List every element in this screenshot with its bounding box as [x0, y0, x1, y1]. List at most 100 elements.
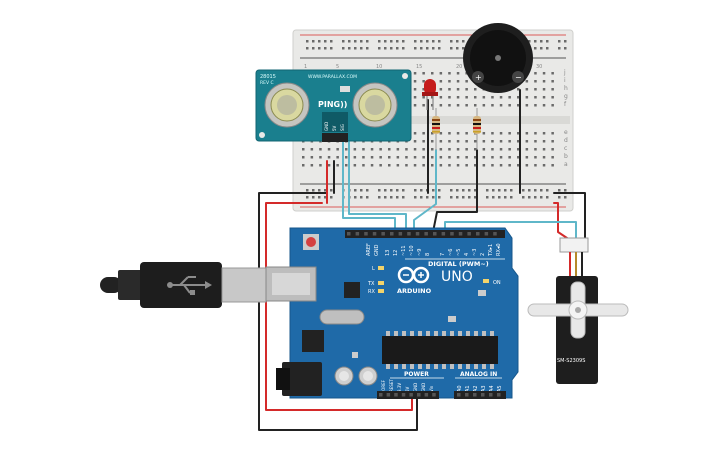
pin-hole — [422, 104, 425, 107]
pin-hole — [324, 189, 327, 192]
pin-hole — [448, 164, 451, 167]
pin-hole — [542, 156, 546, 159]
pin-hole — [468, 189, 471, 192]
pin-hole — [551, 104, 554, 107]
pin-hole — [318, 40, 321, 43]
pin-hole — [379, 164, 382, 167]
pin-label-5: ~5 — [456, 249, 462, 256]
pin-hole — [366, 189, 369, 192]
pin-hole — [414, 196, 417, 199]
pin-hole — [528, 40, 531, 43]
row-letter: d — [564, 137, 568, 144]
wires — [258, 89, 586, 431]
pin-hole — [336, 164, 339, 167]
pin-hole — [491, 96, 494, 99]
pin-hole — [465, 88, 468, 91]
pin-hole — [534, 148, 537, 151]
analog-label: ANALOG IN — [460, 371, 497, 378]
pin-hole — [388, 148, 391, 151]
pin-hole — [482, 96, 486, 99]
wire-servo-gnd — [553, 192, 586, 246]
pin-hole — [498, 196, 501, 199]
pin-hole — [546, 196, 549, 199]
pin-hole — [517, 132, 520, 135]
pin-hole — [465, 148, 468, 151]
pin-hole — [456, 132, 460, 135]
pin-hole — [378, 47, 381, 50]
pin-label-8: 8 — [425, 253, 431, 256]
pin-hole — [347, 232, 351, 236]
pin-hole — [499, 164, 503, 167]
pin-hole — [319, 164, 322, 167]
pin-hole — [542, 140, 546, 143]
pin-label-4: 4 — [464, 253, 470, 256]
pin-hole — [456, 47, 459, 50]
power-pin-labels: IOREF RESET 3.3V 5V GND GND Vin — [381, 379, 434, 392]
pin-hole — [491, 164, 494, 167]
pin-hole — [366, 196, 369, 199]
pin-hole — [456, 96, 460, 99]
pin-hole — [396, 156, 400, 159]
pin-hole — [465, 393, 469, 397]
pin-hole — [431, 132, 434, 135]
pin-hole — [413, 80, 417, 83]
pin-hole — [439, 104, 443, 107]
pin-hole — [312, 189, 315, 192]
pin-hole — [402, 40, 405, 43]
pin-hole — [465, 104, 468, 107]
servo-horn — [527, 281, 629, 339]
pin-hole — [551, 96, 554, 99]
pin-hole — [517, 104, 520, 107]
pin-hole — [551, 140, 554, 143]
pin-label-9: ~9 — [417, 249, 423, 256]
pin-hole — [551, 132, 554, 135]
row-letter: e — [564, 129, 568, 136]
arduino-brand: ARDUINO — [397, 287, 432, 295]
pin-hole — [448, 96, 451, 99]
analog-pin-labels: A0 A1 A2 A3 A4 A5 — [457, 385, 503, 392]
pin-hole — [534, 47, 537, 50]
pin-label-6: ~6 — [448, 249, 454, 256]
pin-hole — [508, 132, 511, 135]
pin-hole — [422, 156, 425, 159]
pin-hole — [405, 164, 408, 167]
pin-hole — [528, 196, 531, 199]
pin-hole — [422, 140, 425, 143]
ping-url: WWW.PARALLAX.COM — [308, 74, 357, 80]
pin-hole — [439, 156, 443, 159]
pin-hole — [413, 156, 417, 159]
pin-hole — [462, 189, 465, 192]
pin-hole — [422, 164, 425, 167]
pin-hole — [510, 189, 513, 192]
pin-hole — [415, 232, 420, 236]
pin-hole — [431, 96, 434, 99]
pin-hole — [439, 88, 443, 91]
pin-hole — [564, 189, 567, 192]
pin-hole — [465, 80, 468, 83]
pin-hole — [491, 104, 494, 107]
pin-label-3v3: 3.3V — [397, 383, 402, 392]
wire-gnd-loop — [258, 192, 418, 431]
pin-label-ioref: IOREF — [381, 379, 386, 392]
col-number: 30 — [536, 64, 542, 70]
pin-label-a2: A2 — [473, 385, 479, 392]
pin-hole — [310, 164, 314, 167]
pin-hole — [422, 96, 425, 99]
pin-hole — [491, 148, 494, 151]
pin-label-12: 12 — [393, 250, 399, 256]
pin-hole — [424, 393, 429, 397]
pin-hole — [558, 196, 561, 199]
pin-hole — [508, 96, 511, 99]
pin-hole — [431, 140, 434, 143]
pin-hole — [348, 47, 351, 50]
pin-hole — [462, 196, 465, 199]
pin-label-gnd1: GND — [413, 383, 418, 392]
pin-hole — [370, 164, 374, 167]
pin-hole — [330, 196, 333, 199]
wire-5v-loop — [265, 202, 413, 411]
pin-hole — [456, 104, 460, 107]
led-on-label: ON — [493, 280, 501, 286]
wire-buzzer — [432, 149, 478, 233]
pin-hole — [551, 164, 554, 167]
